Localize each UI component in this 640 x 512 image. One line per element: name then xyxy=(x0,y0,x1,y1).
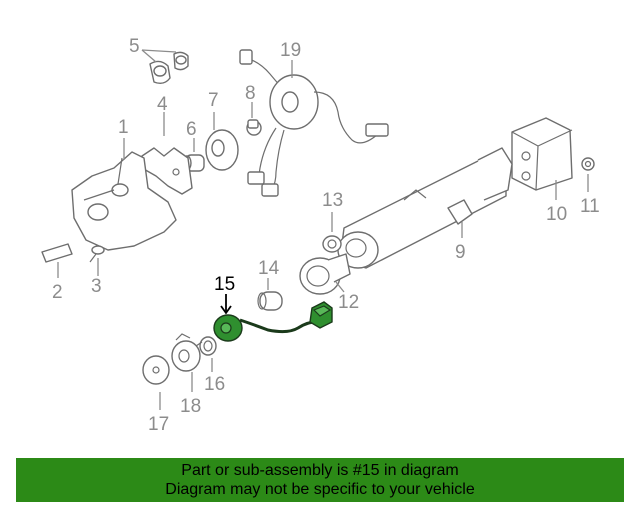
part-16-washer[interactable] xyxy=(199,336,217,356)
callout-7: 7 xyxy=(208,90,219,111)
callout-5: 5 xyxy=(129,36,140,57)
part-7-cover[interactable] xyxy=(205,129,239,171)
part-2-pin[interactable] xyxy=(41,243,73,263)
leader-5b xyxy=(141,49,177,53)
callout-9: 9 xyxy=(455,242,466,263)
part-13-ring[interactable] xyxy=(322,235,342,253)
leader-5a xyxy=(141,49,157,63)
leader-15-arrow xyxy=(220,305,232,315)
part-15-sensor[interactable] xyxy=(213,301,333,342)
callout-4: 4 xyxy=(157,94,168,115)
callout-1: 1 xyxy=(118,117,129,138)
part-17-disc[interactable] xyxy=(142,355,170,385)
part-9-column[interactable] xyxy=(337,147,513,269)
callout-12: 12 xyxy=(338,292,359,313)
callout-3: 3 xyxy=(91,276,102,297)
callout-10: 10 xyxy=(546,204,567,225)
part-5-caps[interactable] xyxy=(149,51,189,85)
part-10-plate[interactable] xyxy=(511,117,573,191)
part-14-cylinder[interactable] xyxy=(257,291,283,311)
part-1-housing[interactable] xyxy=(71,151,177,251)
part-3-screw[interactable] xyxy=(89,245,105,263)
part-11-nut[interactable] xyxy=(581,157,595,171)
banner-line-1: Part or sub-assembly is #15 in diagram xyxy=(181,462,459,479)
leader-12 xyxy=(335,281,345,293)
callout-18: 18 xyxy=(180,396,201,417)
callout-6: 6 xyxy=(186,119,197,140)
callout-15: 15 xyxy=(214,274,235,295)
callout-17: 17 xyxy=(148,414,169,435)
part-12-bearing[interactable] xyxy=(299,253,351,295)
callout-11: 11 xyxy=(580,196,600,217)
part-4-bracket[interactable] xyxy=(141,147,193,195)
callout-13: 13 xyxy=(322,190,343,211)
callout-14: 14 xyxy=(258,258,280,279)
banner-line-2: Diagram may not be specific to your vehi… xyxy=(165,481,475,498)
callout-2: 2 xyxy=(52,282,63,303)
part-19-harness[interactable] xyxy=(239,49,389,197)
callout-19: 19 xyxy=(280,40,301,61)
part-18-flange[interactable] xyxy=(171,333,203,372)
callout-16: 16 xyxy=(204,374,225,395)
part-8-bulb[interactable] xyxy=(246,119,262,136)
info-banner: Part or sub-assembly is #15 in diagram D… xyxy=(16,458,624,502)
callout-8: 8 xyxy=(245,83,256,104)
